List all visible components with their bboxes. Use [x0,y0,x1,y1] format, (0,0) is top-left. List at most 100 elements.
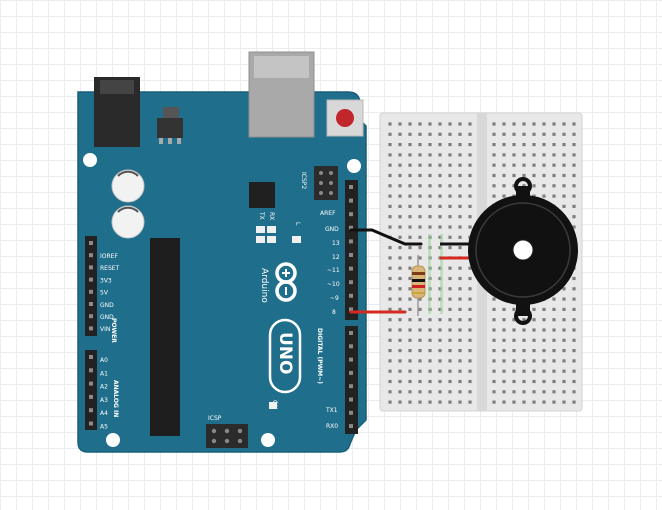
breadboard-hole [458,163,462,167]
breadboard-hole [492,163,496,167]
breadboard-hole [448,215,452,219]
header-pin [89,394,93,399]
breadboard-hole [468,173,472,178]
breadboard-hole [542,122,546,126]
breadboard-hole [438,143,442,147]
breadboard-hole [542,184,546,188]
breadboard-hole [572,153,576,157]
breadboard-hole [512,184,516,188]
header-pin [89,289,93,294]
breadboard-hole [398,132,402,136]
breadboard-hole [522,173,526,178]
breadboard-hole [458,297,462,301]
breadboard-hole [468,297,472,301]
breadboard-hole [468,132,472,136]
pin-tx-label: TX1 [325,407,338,414]
breadboard-hole [502,132,506,136]
breadboard-hole [388,369,392,373]
breadboard-hole [448,266,452,270]
breadboard-hole [522,338,526,342]
breadboard-hole [458,143,462,147]
breadboard-hole [492,400,496,404]
header-pin [349,410,353,415]
breadboard-hole [492,307,496,311]
breadboard-hole [562,297,566,301]
breadboard-hole [492,390,496,394]
breadboard-hole [418,256,422,260]
breadboard-hole [408,235,412,239]
breadboard-hole [552,173,556,178]
breadboard-hole [408,266,412,270]
breadboard-hole [562,400,566,404]
breadboard-hole [438,225,442,229]
power-pin-label: 5V [100,290,109,297]
breadboard-hole [388,215,392,219]
breadboard-hole [428,132,432,136]
breadboard-hole [408,328,412,332]
breadboard-hole [512,122,516,126]
breadboard-hole [448,225,452,229]
breadboard-hole [572,225,576,229]
breadboard-hole [542,328,546,332]
breadboard-hole [502,400,506,404]
breadboard-hole [408,204,412,208]
breadboard-hole [458,173,462,178]
header-pin [89,381,93,386]
breadboard-hole [428,204,432,208]
header-pin [89,277,93,282]
breadboard-hole [572,318,576,322]
breadboard-hole [398,369,402,373]
header-pin [89,368,93,373]
breadboard-hole [492,369,496,373]
breadboard-hole [572,132,576,136]
breadboard-hole [448,369,452,373]
breadboard-hole [502,328,506,332]
breadboard-hole [572,173,576,178]
breadboard-hole [418,318,422,322]
breadboard-hole [418,379,422,384]
breadboard-hole [512,359,516,363]
breadboard-hole [492,328,496,332]
breadboard-hole [572,349,576,353]
breadboard-hole [562,390,566,394]
breadboard-hole [398,256,402,260]
header-pin [349,198,353,203]
breadboard-hole [532,400,536,404]
breadboard-hole [458,400,462,404]
breadboard-hole [572,379,576,384]
breadboard-hole [562,328,566,332]
breadboard-hole [532,163,536,167]
breadboard-hole [532,349,536,353]
breadboard-hole [532,184,536,188]
breadboard-hole [398,153,402,157]
power-header-label: POWER [110,318,117,343]
breadboard-hole [448,287,452,291]
breadboard-hole [388,307,392,311]
breadboard-hole [418,246,422,250]
breadboard-hole [398,390,402,394]
breadboard-hole [492,318,496,322]
breadboard-hole [468,225,472,229]
breadboard-hole [398,235,402,239]
breadboard-hole [388,143,392,147]
breadboard-hole [388,318,392,322]
header-pin [89,253,93,258]
breadboard-hole [562,122,566,126]
breadboard-hole [408,143,412,147]
breadboard-hole [572,400,576,404]
mounting-hole [83,153,97,167]
breadboard-hole [532,143,536,147]
breadboard-hole [522,349,526,353]
breadboard-hole [542,359,546,363]
breadboard-hole [562,349,566,353]
breadboard-hole [542,338,546,342]
breadboard-hole [448,204,452,208]
reset-button [326,99,364,137]
breadboard-hole [532,194,536,198]
breadboard-hole [502,338,506,342]
breadboard-hole [532,153,536,157]
breadboard-hole [552,297,556,301]
breadboard-hole [408,173,412,178]
breadboard-hole [438,122,442,126]
breadboard-hole [458,246,462,250]
